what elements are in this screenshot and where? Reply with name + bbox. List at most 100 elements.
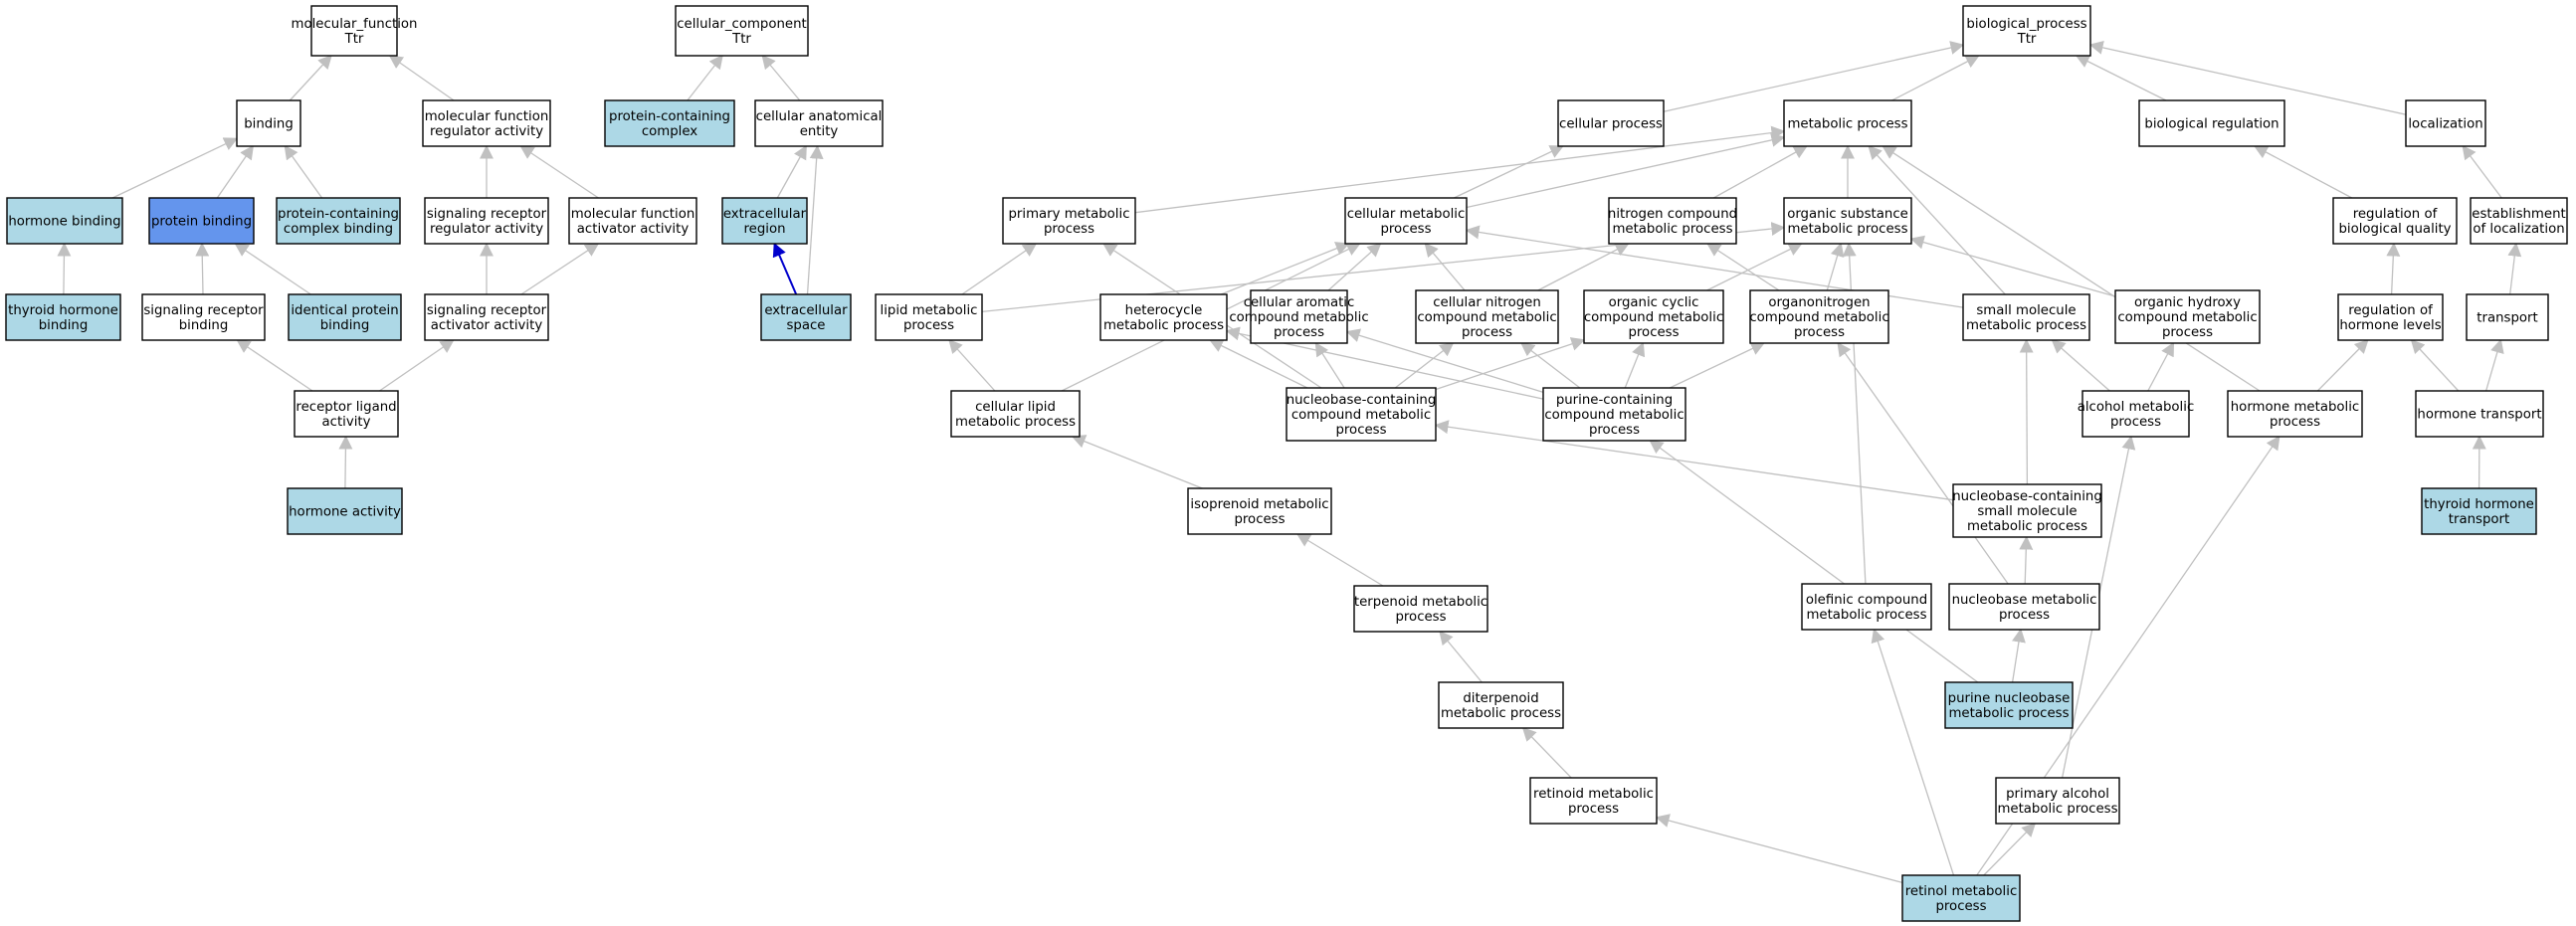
node-label-line: signaling receptor (143, 303, 264, 318)
node-label-line: lipid metabolic (881, 303, 978, 318)
node-box (2415, 390, 2544, 438)
node-label-line: compound metabolic (2117, 310, 2257, 325)
edge-purnb-to-nbmet (2011, 628, 2026, 683)
node-label-line: regulation of (2353, 207, 2438, 222)
node-box (950, 390, 1081, 438)
node-transport[interactable]: transport (2466, 293, 2549, 341)
node-metproc[interactable]: metabolic process (1783, 99, 1912, 147)
edge-cae-to-cc (761, 54, 801, 101)
edge-nbsmmet-to-smallmol (2019, 338, 2034, 485)
node-hormbind[interactable]: hormone binding (6, 197, 123, 245)
node-label-line: process (1380, 222, 1431, 237)
node-cellproc[interactable]: cellular process (1557, 99, 1665, 147)
node-label-line: metabolic process (1612, 222, 1732, 237)
node-label-line: cellular_component (677, 17, 807, 32)
node-binding[interactable]: binding (236, 99, 301, 147)
node-box (1250, 289, 1348, 344)
edge-nbmet-to-nbsmmet (2019, 535, 2034, 585)
node-label-line: thyroid hormone (8, 303, 118, 318)
node-box (2227, 390, 2363, 438)
edge-thyhb-to-hormbind (57, 242, 72, 295)
edge-hormact-to-rla (338, 435, 353, 489)
node-label-line: regulation of (2348, 303, 2433, 318)
node-hormact[interactable]: hormone activity (287, 487, 403, 535)
node-box (310, 5, 398, 57)
node-label-line: molecular_function (292, 17, 418, 32)
node-loc[interactable]: localization (2405, 99, 2486, 147)
node-box (2421, 487, 2537, 535)
edge-protbind-to-binding (216, 144, 254, 199)
node-box (1952, 483, 2102, 538)
edge-clipmet-to-lipmet (948, 338, 996, 392)
node-label-line: protein binding (151, 215, 252, 230)
edge-rla-to-srbind (236, 339, 313, 392)
node-label-line: process (1395, 610, 1446, 625)
node-bioreg[interactable]: biological regulation (2138, 99, 2285, 147)
node-label-line: molecular function (425, 109, 549, 124)
node-hormtrans[interactable]: hormone transport (2415, 390, 2544, 438)
node-label-line: process (1234, 512, 1285, 527)
node-label-line: nitrogen compound (1608, 207, 1737, 222)
edge-purcmet-to-orgnit (1669, 342, 1766, 389)
edge-primmet-to-metproc (1134, 125, 1786, 214)
node-label-line: signaling receptor (427, 303, 547, 318)
node-label-line: Ttr (344, 32, 364, 47)
node-protbind[interactable]: protein binding (148, 197, 255, 245)
node-label-line: compound metabolic (1749, 310, 1888, 325)
node-label-line: establishment (2472, 207, 2565, 222)
node-label-line: process (1794, 325, 1845, 340)
node-label-line: of localization (2473, 222, 2564, 237)
edge-orgnit-to-nitromet (1706, 243, 1780, 291)
node-box (1962, 5, 2091, 57)
edge-diterp-to-terpmet (1439, 630, 1483, 683)
node-box (6, 197, 123, 245)
